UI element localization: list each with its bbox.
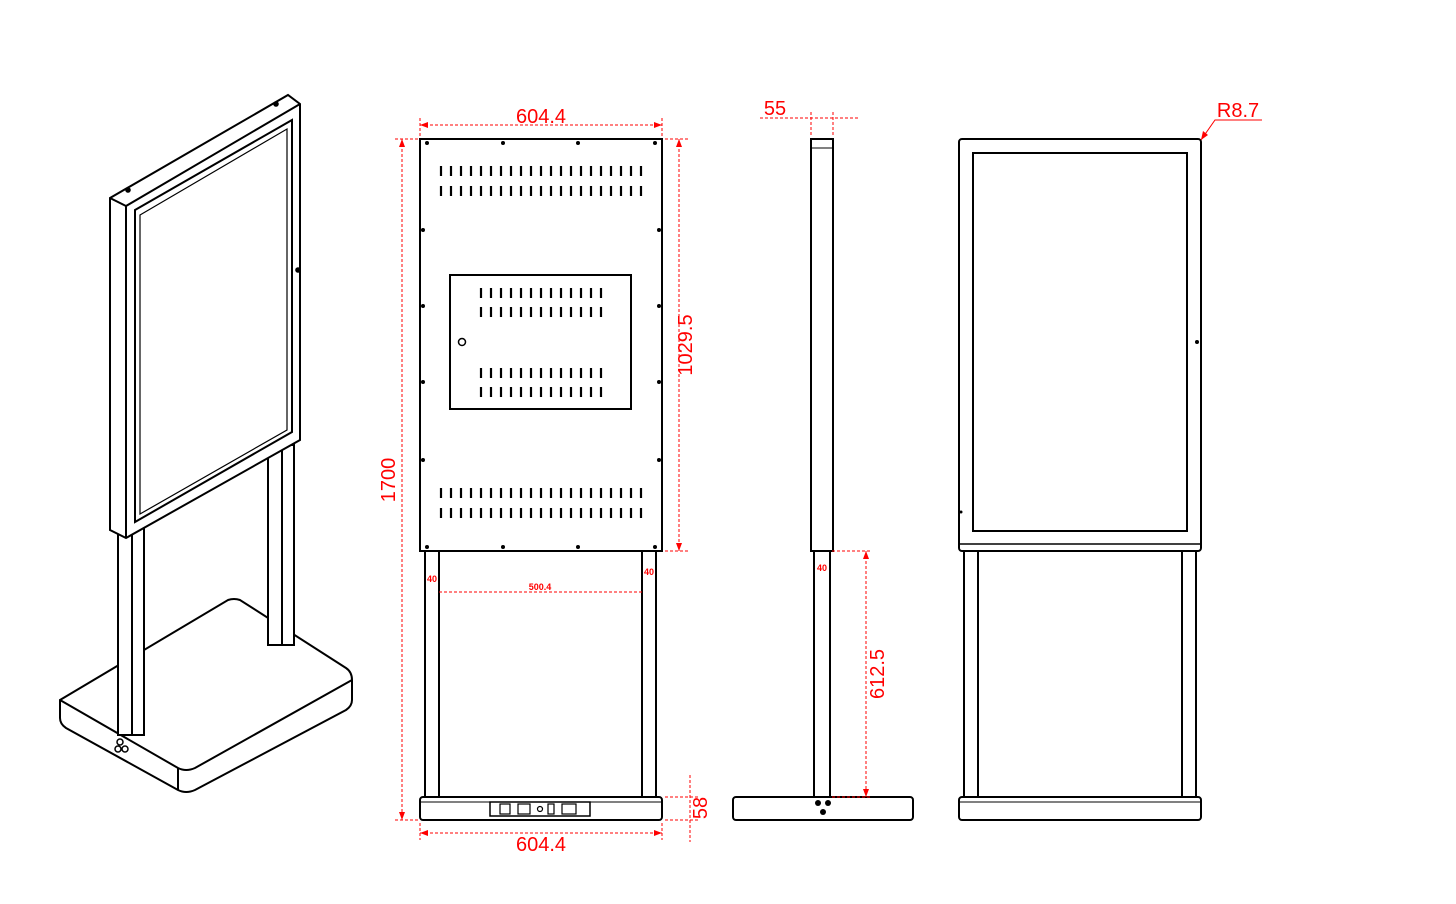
rear-left-leg bbox=[424, 550, 440, 798]
connector-panel bbox=[489, 801, 591, 817]
rear-vents-bottom bbox=[439, 488, 643, 518]
dimension-lines bbox=[395, 112, 1262, 842]
side-display bbox=[810, 138, 834, 552]
rear-right-leg bbox=[641, 550, 657, 798]
front-bezel bbox=[958, 138, 1202, 552]
side-base bbox=[732, 796, 914, 821]
side-view bbox=[732, 138, 914, 821]
front-screen bbox=[972, 152, 1188, 532]
dim-leg-left: 40 bbox=[427, 574, 437, 584]
panel-vents bbox=[479, 288, 603, 397]
front-base bbox=[958, 796, 1202, 821]
rear-vents-top bbox=[439, 166, 643, 196]
iso-rear-post bbox=[267, 444, 283, 646]
iso-display bbox=[109, 93, 301, 540]
dim-leg-spacing: 500.4 bbox=[529, 582, 552, 592]
dim-base-width: 604.4 bbox=[516, 834, 566, 856]
dim-side-depth: 55 bbox=[764, 98, 786, 120]
dim-top-width: 604.4 bbox=[516, 106, 566, 128]
iso-screen bbox=[134, 118, 293, 524]
lock-icon bbox=[457, 337, 467, 347]
dimension-arrows bbox=[399, 122, 1208, 836]
front-view bbox=[958, 138, 1202, 821]
dim-side-leg-height: 612.5 bbox=[867, 649, 889, 699]
rear-base bbox=[419, 796, 663, 821]
dim-base-height: 58 bbox=[690, 797, 712, 819]
rear-screws bbox=[421, 141, 661, 549]
dim-corner-radius: R8.7 bbox=[1217, 100, 1259, 122]
dim-screen-height: 1029.5 bbox=[675, 314, 697, 375]
side-leg bbox=[813, 550, 831, 798]
front-left-leg bbox=[963, 550, 979, 798]
dim-height-total: 1700 bbox=[378, 458, 400, 503]
rear-view bbox=[419, 138, 663, 821]
dim-side-leg: 40 bbox=[817, 563, 827, 573]
front-right-leg bbox=[1181, 550, 1197, 798]
isometric-view bbox=[59, 93, 353, 793]
iso-base bbox=[59, 598, 353, 793]
iso-front-post bbox=[117, 524, 133, 736]
dim-leg-right: 40 bbox=[644, 567, 654, 577]
